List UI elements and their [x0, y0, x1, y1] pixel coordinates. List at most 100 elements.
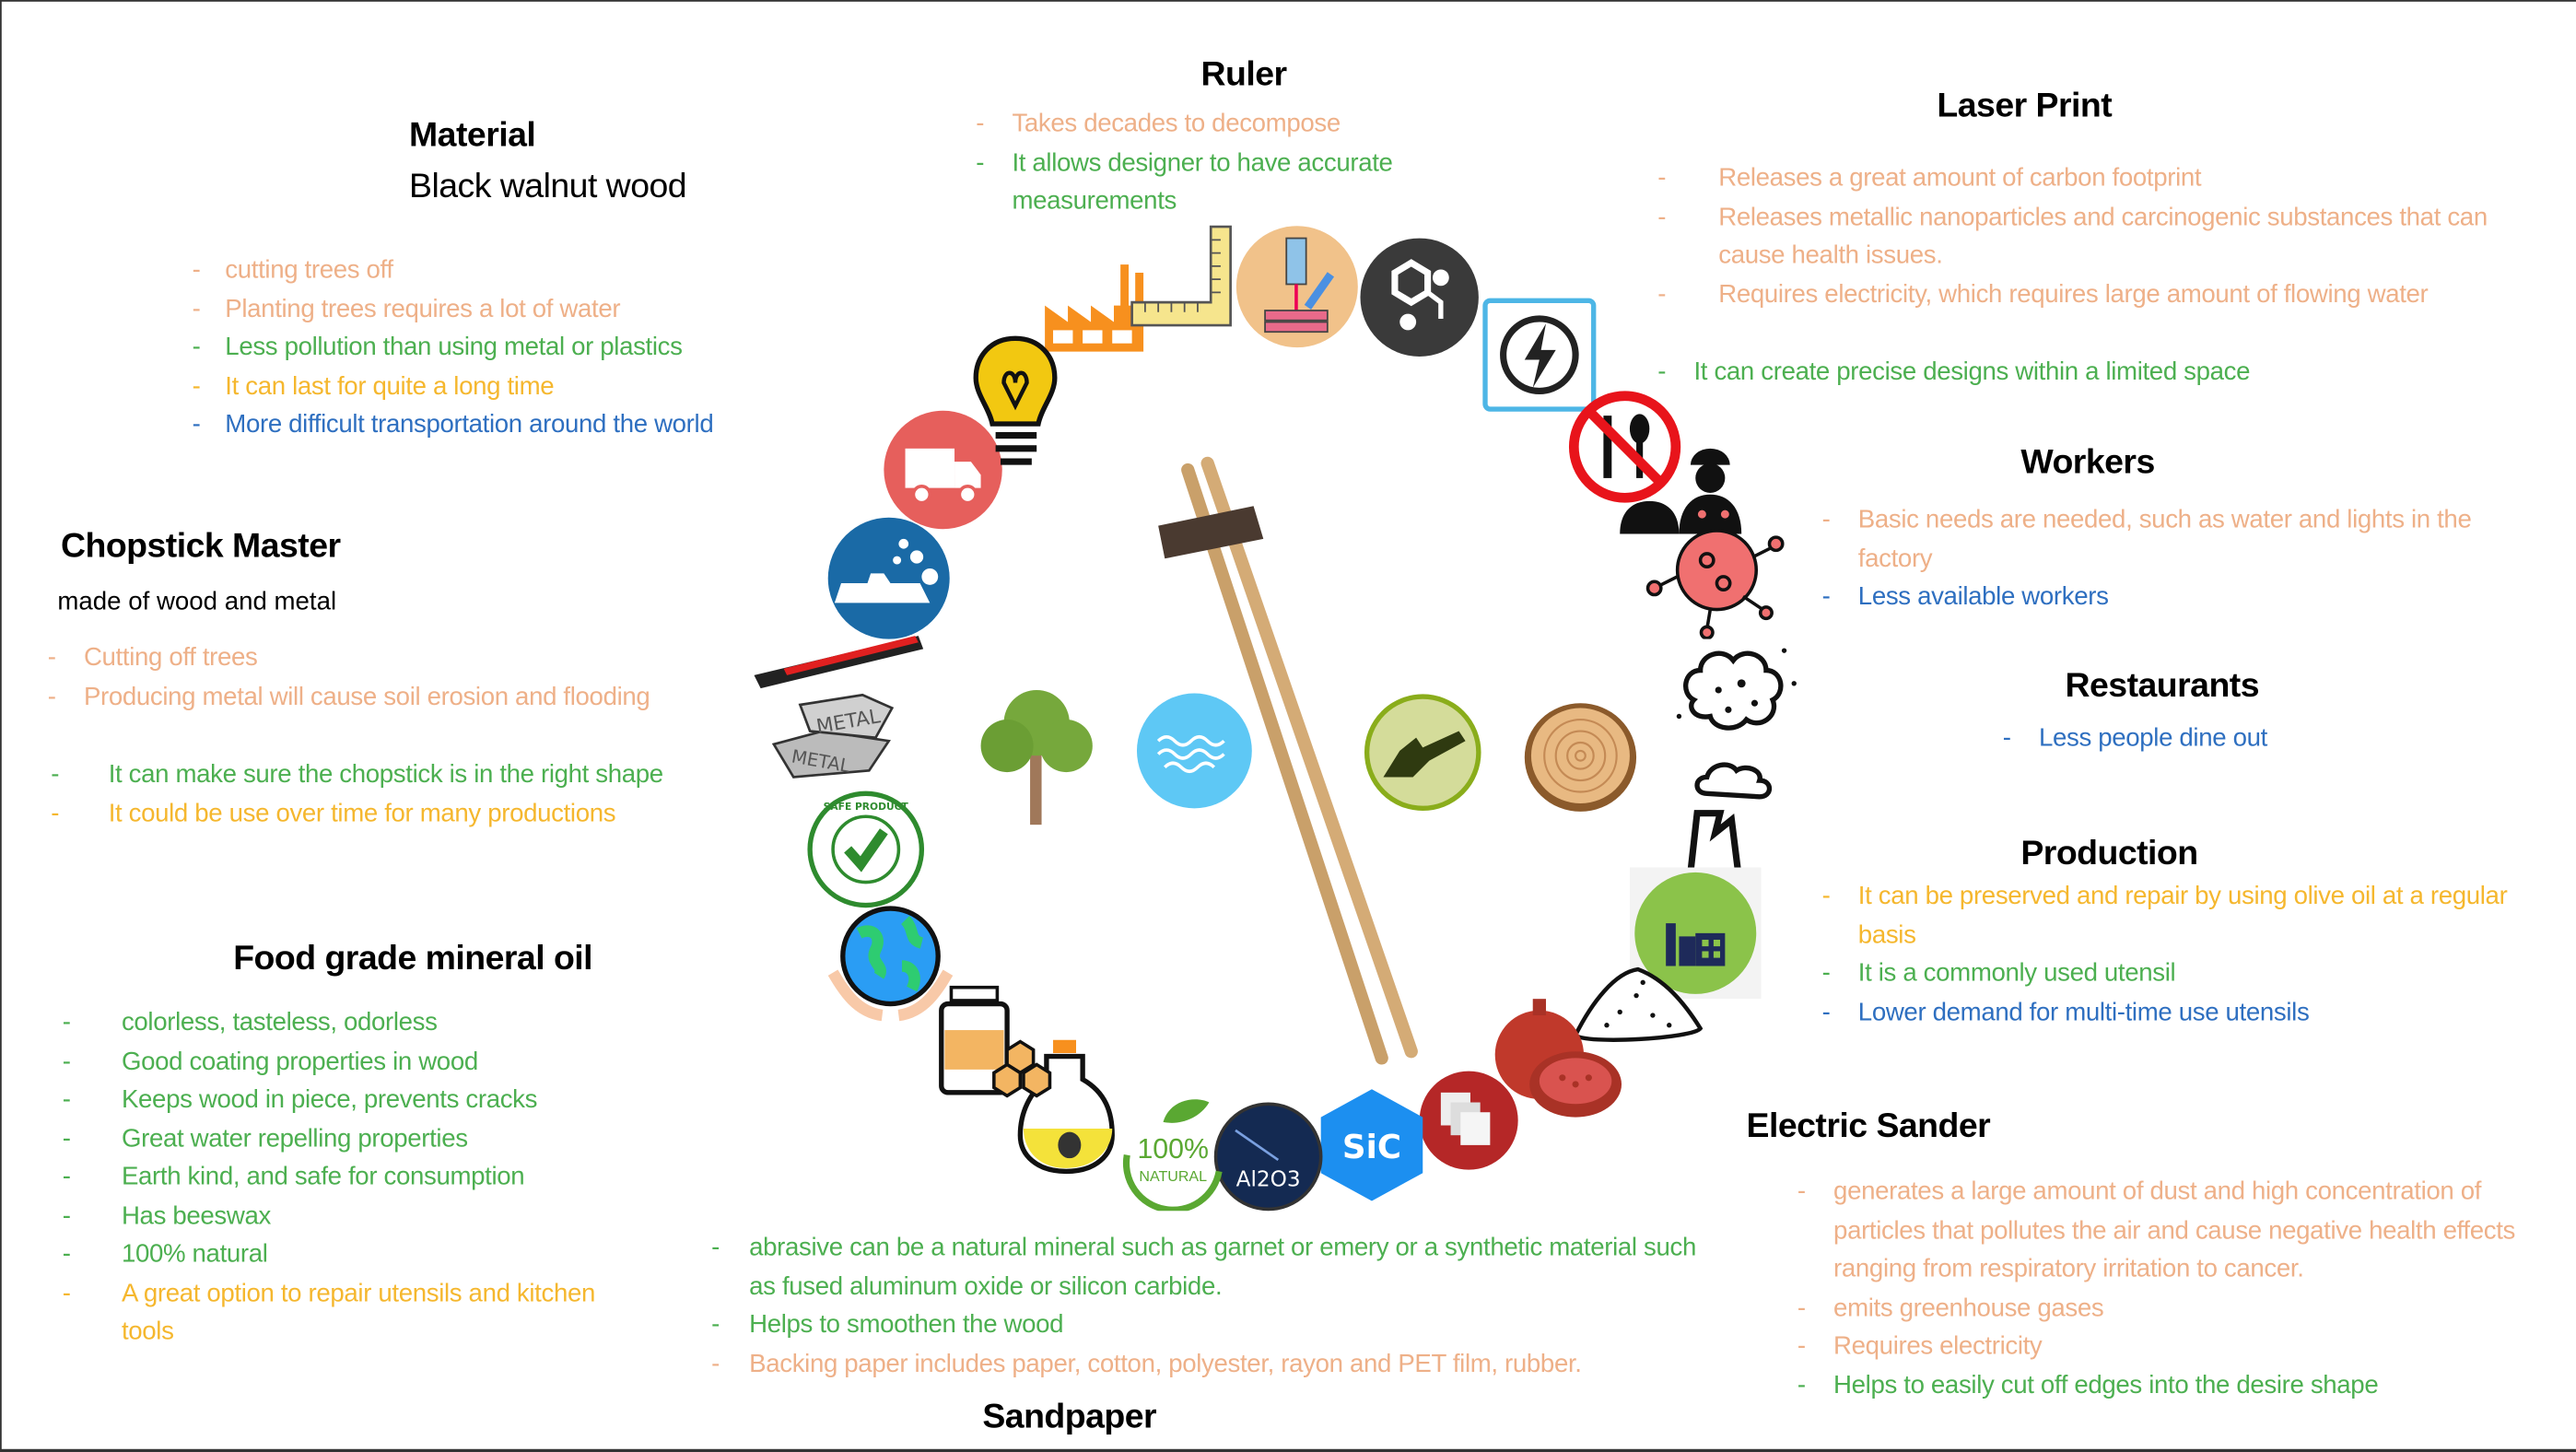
list-item: - emits greenhouse gases	[1797, 1289, 2521, 1328]
earth-hands-icon	[827, 906, 954, 1022]
list-item: -It could be use over time for many prod…	[51, 794, 741, 833]
list-item-text: emits greenhouse gases	[1833, 1294, 2104, 1322]
bullet-dash: -	[47, 682, 56, 711]
list-item-text: It is a commonly used utensil	[1857, 959, 2176, 988]
list-item-text: It can be preserved and repair by using …	[1857, 882, 2508, 949]
bullet-dash: -	[62, 1085, 71, 1115]
list-item-text: Has beeswax	[121, 1201, 271, 1230]
bullet-dash: -	[1821, 882, 1831, 910]
electric-sander-list: -generates a large amount of dust and hi…	[1797, 1173, 2521, 1404]
laser-print-title: Laser Print	[1937, 87, 2113, 125]
list-item: -More difficult transportation around th…	[193, 405, 883, 444]
power-plant-emission-icon	[1686, 762, 1773, 876]
electricity-icon	[1482, 298, 1597, 412]
bullet-dash: -	[1657, 280, 1667, 309]
list-item: -Less available workers	[1822, 579, 2521, 617]
list-item: -generates a large amount of dust and hi…	[1797, 1173, 2521, 1289]
list-item: -colorless, tasteless, odorless	[63, 1004, 621, 1043]
list-item-text: Backing paper includes paper, cotton, po…	[749, 1349, 1582, 1378]
safe-product-stamp-icon: SAFE PRODUCT	[807, 790, 925, 908]
list-item: -It is a commonly used utensil	[1822, 954, 2512, 993]
list-item: -Releases a great amount of carbon footp…	[1657, 159, 2512, 198]
bullet-dash: -	[62, 1008, 71, 1037]
bullet-dash: -	[51, 760, 60, 789]
list-item: -Lower demand for multi-time use utensil…	[1822, 993, 2512, 1032]
list-item: -Producing metal will cause soil erosion…	[48, 678, 673, 717]
list-item: -Helps to easily cut off edges into the …	[1797, 1366, 2521, 1405]
bullet-dash: -	[192, 295, 201, 323]
list-item-text: It can last for quite a long time	[225, 371, 555, 401]
bullet-dash: -	[192, 333, 201, 362]
natural-percent-label: 100%	[1137, 1134, 1209, 1165]
sandpaper-title: Sandpaper	[982, 1398, 1157, 1436]
bullet-dash: -	[1657, 357, 1667, 387]
list-item-text: 100% natural	[121, 1240, 268, 1269]
list-item-text: Requires electricity, which requires lar…	[1718, 280, 2429, 309]
list-item: - Has beeswax	[63, 1197, 621, 1235]
bullet-dash: -	[2002, 724, 2011, 753]
list-item-text: abrasive can be a natural mineral such a…	[749, 1234, 1696, 1301]
ruler-list: -Takes decades to decompose-It allows de…	[976, 105, 1502, 221]
chopstick-master-subtitle: made of wood and metal	[57, 588, 337, 616]
list-item: -cutting trees off	[193, 252, 883, 290]
wood-log-icon	[1524, 703, 1637, 812]
bullet-dash: -	[1657, 164, 1667, 193]
chopstick-master-list: -Cutting off trees-Producing metal will …	[48, 639, 673, 717]
bullet-dash: -	[62, 1201, 71, 1230]
list-item-text: It can make sure the chopstick is in the…	[108, 760, 663, 789]
natural-word-label: NATURAL	[1139, 1168, 1207, 1185]
list-item-text: It could be use over time for many produ…	[108, 799, 616, 827]
list-item-text: Less people dine out	[2038, 724, 2267, 753]
list-item-text: Helps to smoothen the wood	[749, 1310, 1064, 1340]
list-item: -Helps to smoothen the wood	[711, 1306, 1697, 1345]
pomegranate-icon	[1494, 999, 1622, 1118]
list-item: - Requires electricity, which requires la…	[1657, 275, 2512, 314]
list-item: -Requires electricity	[1797, 1328, 2521, 1366]
no-dining-icon	[1568, 391, 1681, 503]
list-item-text: It allows designer to have accurate meas…	[1012, 148, 1393, 216]
bullet-dash: -	[62, 1124, 71, 1153]
bullet-dash: -	[711, 1310, 720, 1340]
list-item: -Great water repelling properties	[63, 1119, 621, 1158]
list-item: -abrasive can be a natural mineral such …	[711, 1229, 1697, 1306]
restaurants-title: Restaurants	[2065, 666, 2260, 705]
list-item-text: Lower demand for multi-time use utensils	[1857, 998, 2310, 1026]
list-item: -Cutting off trees	[48, 639, 673, 678]
bullet-dash: -	[192, 410, 201, 439]
list-item: -Less people dine out	[2003, 720, 2496, 758]
list-item: -It can create precise designs within a …	[1657, 353, 2512, 392]
sandpaper-list: -abrasive can be a natural mineral such …	[711, 1229, 1697, 1384]
chainsaw-icon	[1364, 694, 1481, 812]
bullet-dash: -	[62, 1279, 71, 1307]
bullet-dash: -	[192, 256, 201, 285]
list-item: -Planting trees requires a lot of water	[193, 290, 883, 329]
list-item-text: Planting trees requires a lot of water	[225, 295, 621, 323]
list-item-text: Releases metallic nanoparticles and carc…	[1718, 203, 2488, 270]
list-item: -It allows designer to have accurate mea…	[976, 144, 1502, 221]
food-grade-list: -colorless, tasteless, odorless-Good coa…	[63, 1004, 621, 1352]
list-item-text: Helps to easily cut off edges into the d…	[1833, 1371, 2379, 1399]
list-item-text: Takes decades to decompose	[1012, 110, 1341, 138]
production-list: -It can be preserved and repair by using…	[1822, 877, 2512, 1032]
dust-cloud-icon	[1676, 648, 1797, 731]
water-icon	[1136, 693, 1252, 809]
list-item-text: A great option to repair utensils and ki…	[121, 1279, 596, 1346]
natural-badge-icon: 100% NATURAL	[1122, 1099, 1223, 1212]
list-item: -It can be preserved and repair by using…	[1822, 877, 2512, 954]
material-subtitle: Black walnut wood	[409, 167, 687, 205]
material-title: Material	[409, 116, 536, 155]
truck-icon	[884, 410, 1002, 530]
workers-list: -Basic needs are needed, such as water a…	[1822, 501, 2521, 617]
metal-bars-icon: METAL METAL	[771, 693, 895, 779]
aluminum-oxide-icon: Al2O3	[1213, 1102, 1323, 1212]
material-list: -cutting trees off-Planting trees requir…	[193, 252, 883, 445]
sic-label: SiC	[1342, 1129, 1401, 1166]
list-item: -Good coating properties in wood	[63, 1042, 621, 1081]
list-item: -100% natural	[63, 1235, 621, 1274]
chopstick-master-title: Chopstick Master	[60, 527, 341, 566]
ruler-title: Ruler	[1200, 55, 1288, 94]
safe-product-label: SAFE PRODUCT	[824, 801, 909, 813]
bullet-dash: -	[1657, 203, 1667, 231]
list-item-text: Basic needs are needed, such as water an…	[1857, 506, 2472, 573]
chopsticks-image	[1158, 456, 1418, 1065]
